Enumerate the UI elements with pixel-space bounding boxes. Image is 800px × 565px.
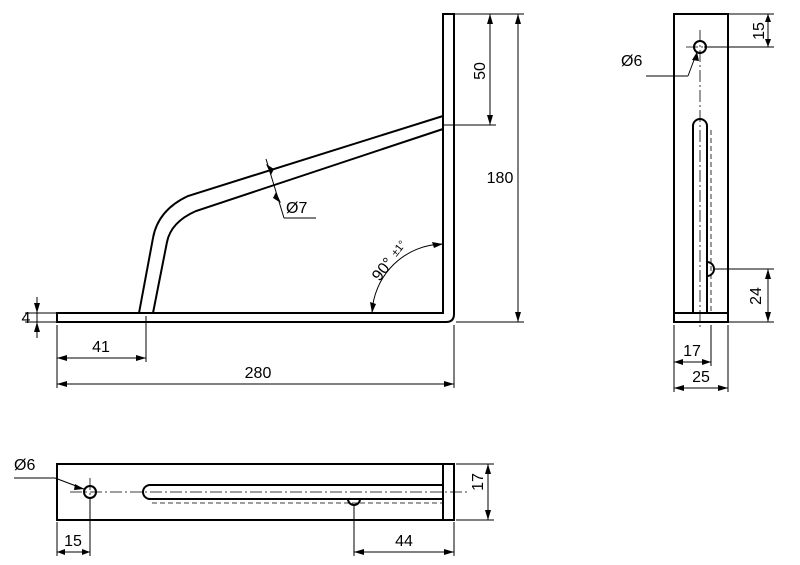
side-plate [673,13,729,323]
dim-strut-diameter: Ø7 [286,200,307,217]
strut-rod-upper [138,115,444,314]
dim-side-hole-top: 15 [751,22,768,40]
bottom-view: Ø6 17 15 44 [14,457,494,556]
angle-arc [371,243,444,314]
side-slot [692,118,708,313]
dim-side-slot-bottom: 24 [748,287,765,305]
dim-base-length: 280 [245,365,272,382]
dim-side-width: 25 [692,369,710,386]
dim-bottom-slot-end: 44 [395,533,413,550]
side-view: 15 Ø6 24 17 25 [621,13,774,392]
dim-side-hole-diameter: Ø6 [621,53,642,70]
dim-bottom-hole-diameter: Ø6 [14,457,35,474]
dim-bottom-width: 17 [470,473,487,491]
dim-offset-left: 41 [92,339,110,356]
dim-angle: 90° [369,255,397,285]
dim-angle-tolerance: ±1° [389,239,409,259]
side-pin [706,261,715,277]
strut-rod-lower [152,128,444,314]
front-view: 50 180 Ø7 90° ±1° 4 41 [22,13,524,388]
dim-side-slot-x: 17 [683,343,701,360]
dim-thickness: 4 [22,310,31,327]
dim-height: 180 [487,170,514,187]
bracket-outline [56,13,455,323]
dim-bottom-hole-left: 15 [64,533,82,550]
bottom-slot [142,484,443,500]
dim-top-offset: 50 [472,62,489,80]
